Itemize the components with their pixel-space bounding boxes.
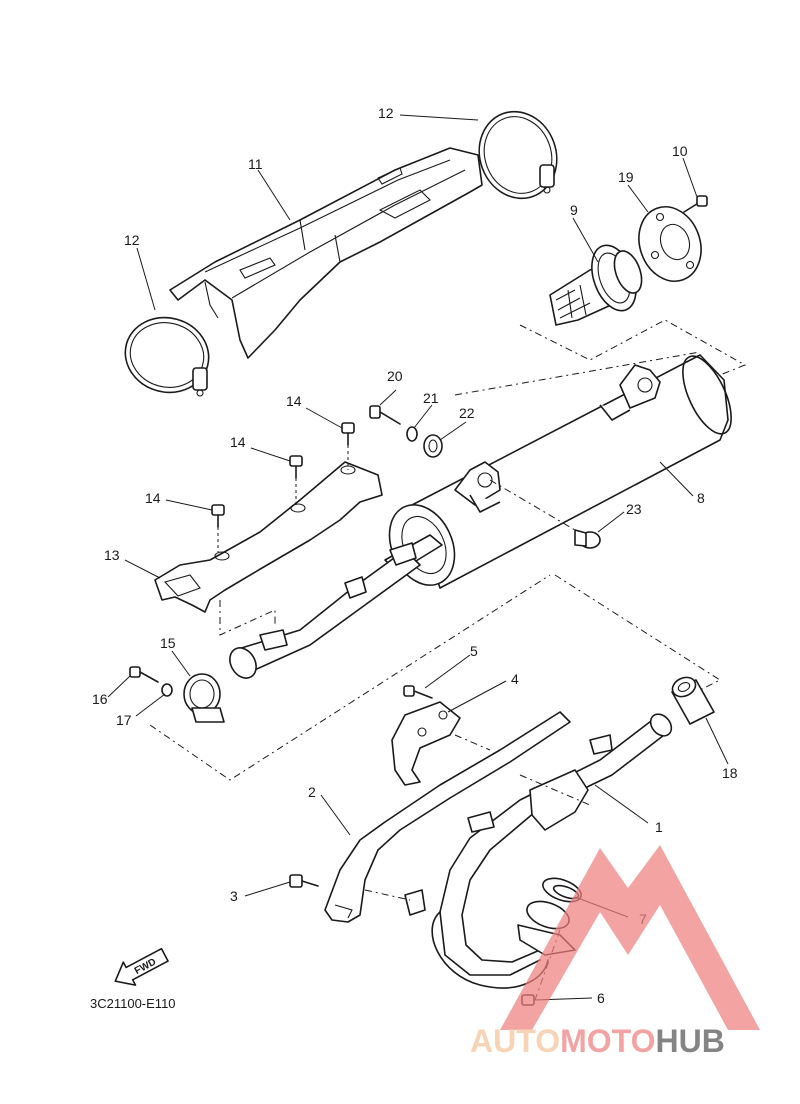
callout-23: 23 (626, 501, 642, 517)
part-10-bolt (683, 195, 708, 213)
callout-19: 19 (618, 169, 634, 185)
part-5-bolt (403, 685, 433, 699)
callout-16: 16 (92, 691, 108, 707)
fwd-label: FWD (133, 957, 158, 977)
leader-lines (107, 114, 729, 1001)
callout-13: 13 (104, 547, 120, 563)
callout-labels: 1 2 3 4 5 6 7 8 9 10 11 12 12 13 14 14 1… (92, 105, 738, 1006)
part-11-protector (169, 147, 483, 359)
callout-10: 10 (672, 143, 688, 159)
callout-4: 4 (511, 671, 519, 687)
callout-11: 11 (248, 156, 263, 172)
watermark-logo-icon (500, 845, 760, 1030)
watermark-auto: AUTO (470, 1023, 560, 1059)
part-14-bolt-c (211, 504, 225, 552)
part-8-muffler (384, 354, 732, 589)
callout-20: 20 (387, 368, 403, 384)
watermark-hub: HUB (655, 1023, 724, 1059)
part-21-washer (406, 426, 418, 442)
callout-12-left: 12 (124, 232, 140, 248)
part-3-bolt (289, 874, 319, 888)
part-9-spark-arrester (549, 244, 643, 326)
part-12-clamp-band-rear (478, 110, 558, 200)
part-4-bracket (391, 701, 461, 786)
part-12-clamp-band-front (124, 316, 210, 397)
callout-22: 22 (459, 405, 475, 421)
part-13-tailpipe-protector (154, 461, 383, 613)
part-19-gasket (638, 206, 702, 282)
part-17-washer (161, 683, 173, 697)
callout-21: 21 (423, 390, 439, 406)
callout-3: 3 (230, 888, 238, 904)
callout-8: 8 (697, 490, 705, 506)
callout-1: 1 (655, 819, 663, 835)
diagram-code: 3C21100-E110 (90, 996, 176, 1011)
svg-text:AUTOMOTOHUB: AUTOMOTOHUB (470, 1023, 725, 1059)
callout-15: 15 (160, 635, 176, 651)
part-23-collar (574, 529, 601, 549)
part-2-heat-guard (324, 711, 571, 923)
part-22-grommet (423, 434, 443, 458)
callout-2: 2 (308, 784, 316, 800)
callout-14-c: 14 (145, 490, 161, 506)
part-16-bolt (129, 666, 159, 683)
part-18-gasket (671, 676, 715, 725)
tailpipe (229, 542, 421, 679)
callout-14-b: 14 (230, 434, 246, 450)
automotohub-watermark: AUTOMOTOHUB (470, 845, 760, 1059)
callout-5: 5 (470, 643, 478, 659)
callout-9: 9 (570, 202, 578, 218)
callout-18: 18 (722, 765, 738, 781)
part-15-clamp (183, 673, 225, 723)
fwd-arrow-icon: FWD (114, 947, 169, 986)
callout-17: 17 (116, 712, 132, 728)
part-20-bolt (369, 405, 401, 425)
callout-6: 6 (597, 990, 605, 1006)
part-14-bolt-b (289, 455, 303, 505)
watermark-moto: MOTO (560, 1023, 655, 1059)
callout-14-a: 14 (286, 393, 302, 409)
callout-12-top: 12 (378, 105, 394, 121)
